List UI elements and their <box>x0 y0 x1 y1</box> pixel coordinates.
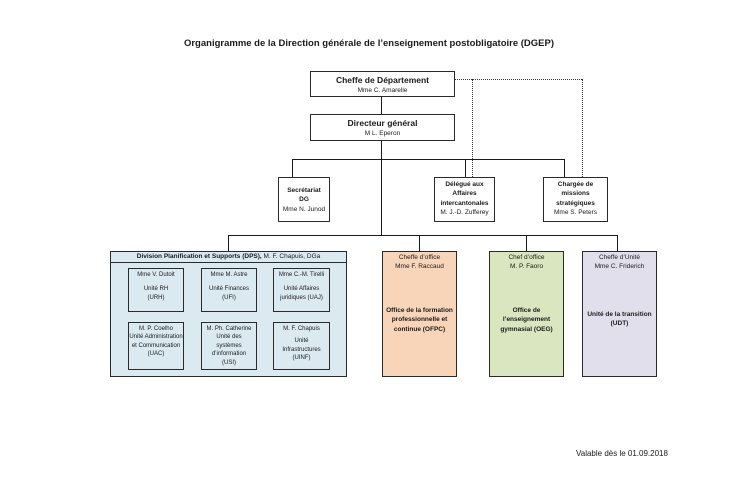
unit-label: Unité Infrastructures <box>282 338 321 353</box>
unit-label: Unité Affaires juridiques (UAJ) <box>280 286 323 301</box>
unit-code: (UFI) <box>222 294 236 301</box>
dps-head: M. F. Chapuis, DGa <box>261 253 321 260</box>
staff-label: missions <box>561 190 590 198</box>
unit-usi: M. Ph. Catherine Unité des systèmes d’in… <box>201 322 257 370</box>
unit-code: (URH) <box>147 294 165 301</box>
unit-urh: Mme V. Dutoit Unité RH (URH) <box>128 268 184 312</box>
unit-head: Mme M. Astre <box>210 272 248 278</box>
unit-uaj: Mme C.-M. Tirelli Unité Affaires juridiq… <box>273 268 330 312</box>
dotted-connector <box>455 79 582 80</box>
dotted-connector <box>582 79 583 177</box>
validity-date: Valable dès le 01.09.2018 <box>576 449 668 458</box>
office-head: Mme F. Raccaud <box>395 263 444 271</box>
staff-label: stratégiques <box>556 199 595 207</box>
unit-code: (UINF) <box>292 355 311 362</box>
dps-header: Division Planification et Supports (DPS)… <box>111 252 346 263</box>
connector <box>419 235 421 251</box>
dps-title: Division Planification et Supports (DPS)… <box>136 253 262 260</box>
office-head: M. P. Faoro <box>509 263 544 271</box>
staff-name: Mme S. Peters <box>554 209 597 217</box>
unit-ufi: Mme M. Astre Unité Finances (UFI) <box>201 268 257 312</box>
unit-uac: M. P. Coelho Unité Administration et Com… <box>128 322 184 370</box>
office-udt: Cheffe d’Unité Mme C. Friderich Unité de… <box>582 251 657 377</box>
connector <box>526 235 528 251</box>
office-role: Cheffe d’Unité <box>598 254 641 261</box>
connector <box>617 235 619 251</box>
staff-name: M. J.-D. Zufferey <box>440 209 489 217</box>
staff-label: Affaires <box>452 190 477 198</box>
office-oeg: Chef d’office M. P. Faoro Office de l’en… <box>489 251 564 377</box>
cheffe-name: Mme C. Amarelle <box>357 87 408 95</box>
staff-name: Mme N. Junod <box>282 205 326 213</box>
cheffe-box: Cheffe de Département Mme C. Amarelle <box>310 71 455 97</box>
unit-label: Unité Finances <box>208 286 250 293</box>
office-label: Office de l’enseignement gymnasial (OEG) <box>500 306 553 333</box>
connector <box>381 97 383 114</box>
directeur-role: Directeur général <box>347 118 418 128</box>
connector <box>228 235 230 251</box>
staff-chargee: Chargée de missions stratégiques Mme S. … <box>543 177 608 222</box>
office-ofpc: Cheffe d’office Mme F. Raccaud Office de… <box>382 251 457 377</box>
office-role: Cheffe d’office <box>398 254 441 261</box>
office-role: Chef d’office <box>508 254 545 261</box>
chart-title: Organigramme de la Direction générale de… <box>183 38 555 49</box>
staff-label: Secrétariat <box>287 187 321 194</box>
connector <box>292 159 294 177</box>
unit-code: (USI) <box>222 359 236 366</box>
unit-head: M. F. Chapuis <box>283 326 320 332</box>
staff-label: DG <box>299 196 309 204</box>
office-label: Office de la formation professionnelle e… <box>386 306 453 333</box>
connector <box>381 141 383 235</box>
connector <box>228 235 256 237</box>
staff-label: Délégué aux <box>445 181 484 188</box>
staff-label: Chargée de <box>557 181 594 188</box>
office-head: Mme C. Friderich <box>594 263 645 271</box>
unit-head: M. Ph. Catherine <box>206 326 252 332</box>
unit-uinf: M. F. Chapuis Unité Infrastructures (UIN… <box>273 322 330 370</box>
dotted-connector <box>472 79 473 177</box>
unit-label: Unité Administration et Communication <box>129 334 183 349</box>
unit-label: Unité RH <box>143 286 169 293</box>
unit-head: M. P. Coelho <box>139 326 173 332</box>
connector <box>465 159 467 177</box>
unit-head: Mme C.-M. Tirelli <box>278 272 325 278</box>
cheffe-role: Cheffe de Département <box>335 75 430 85</box>
unit-label: Unité des systèmes d’information <box>211 334 247 358</box>
staff-secretariat: Secrétariat DG Mme N. Junod <box>278 177 330 222</box>
unit-head: Mme V. Dutoit <box>137 272 175 278</box>
connector <box>292 159 564 161</box>
connector <box>564 159 566 177</box>
directeur-box: Directeur général M L. Eperon <box>310 114 455 141</box>
directeur-name: M L. Eperon <box>364 130 401 138</box>
staff-label: intercantonales <box>440 199 489 207</box>
connector <box>255 235 617 237</box>
staff-delegue: Délégué aux Affaires intercantonales M. … <box>434 177 495 222</box>
unit-code: (UAC) <box>147 351 165 358</box>
office-label: Unité de la transition (UDT) <box>587 310 652 328</box>
